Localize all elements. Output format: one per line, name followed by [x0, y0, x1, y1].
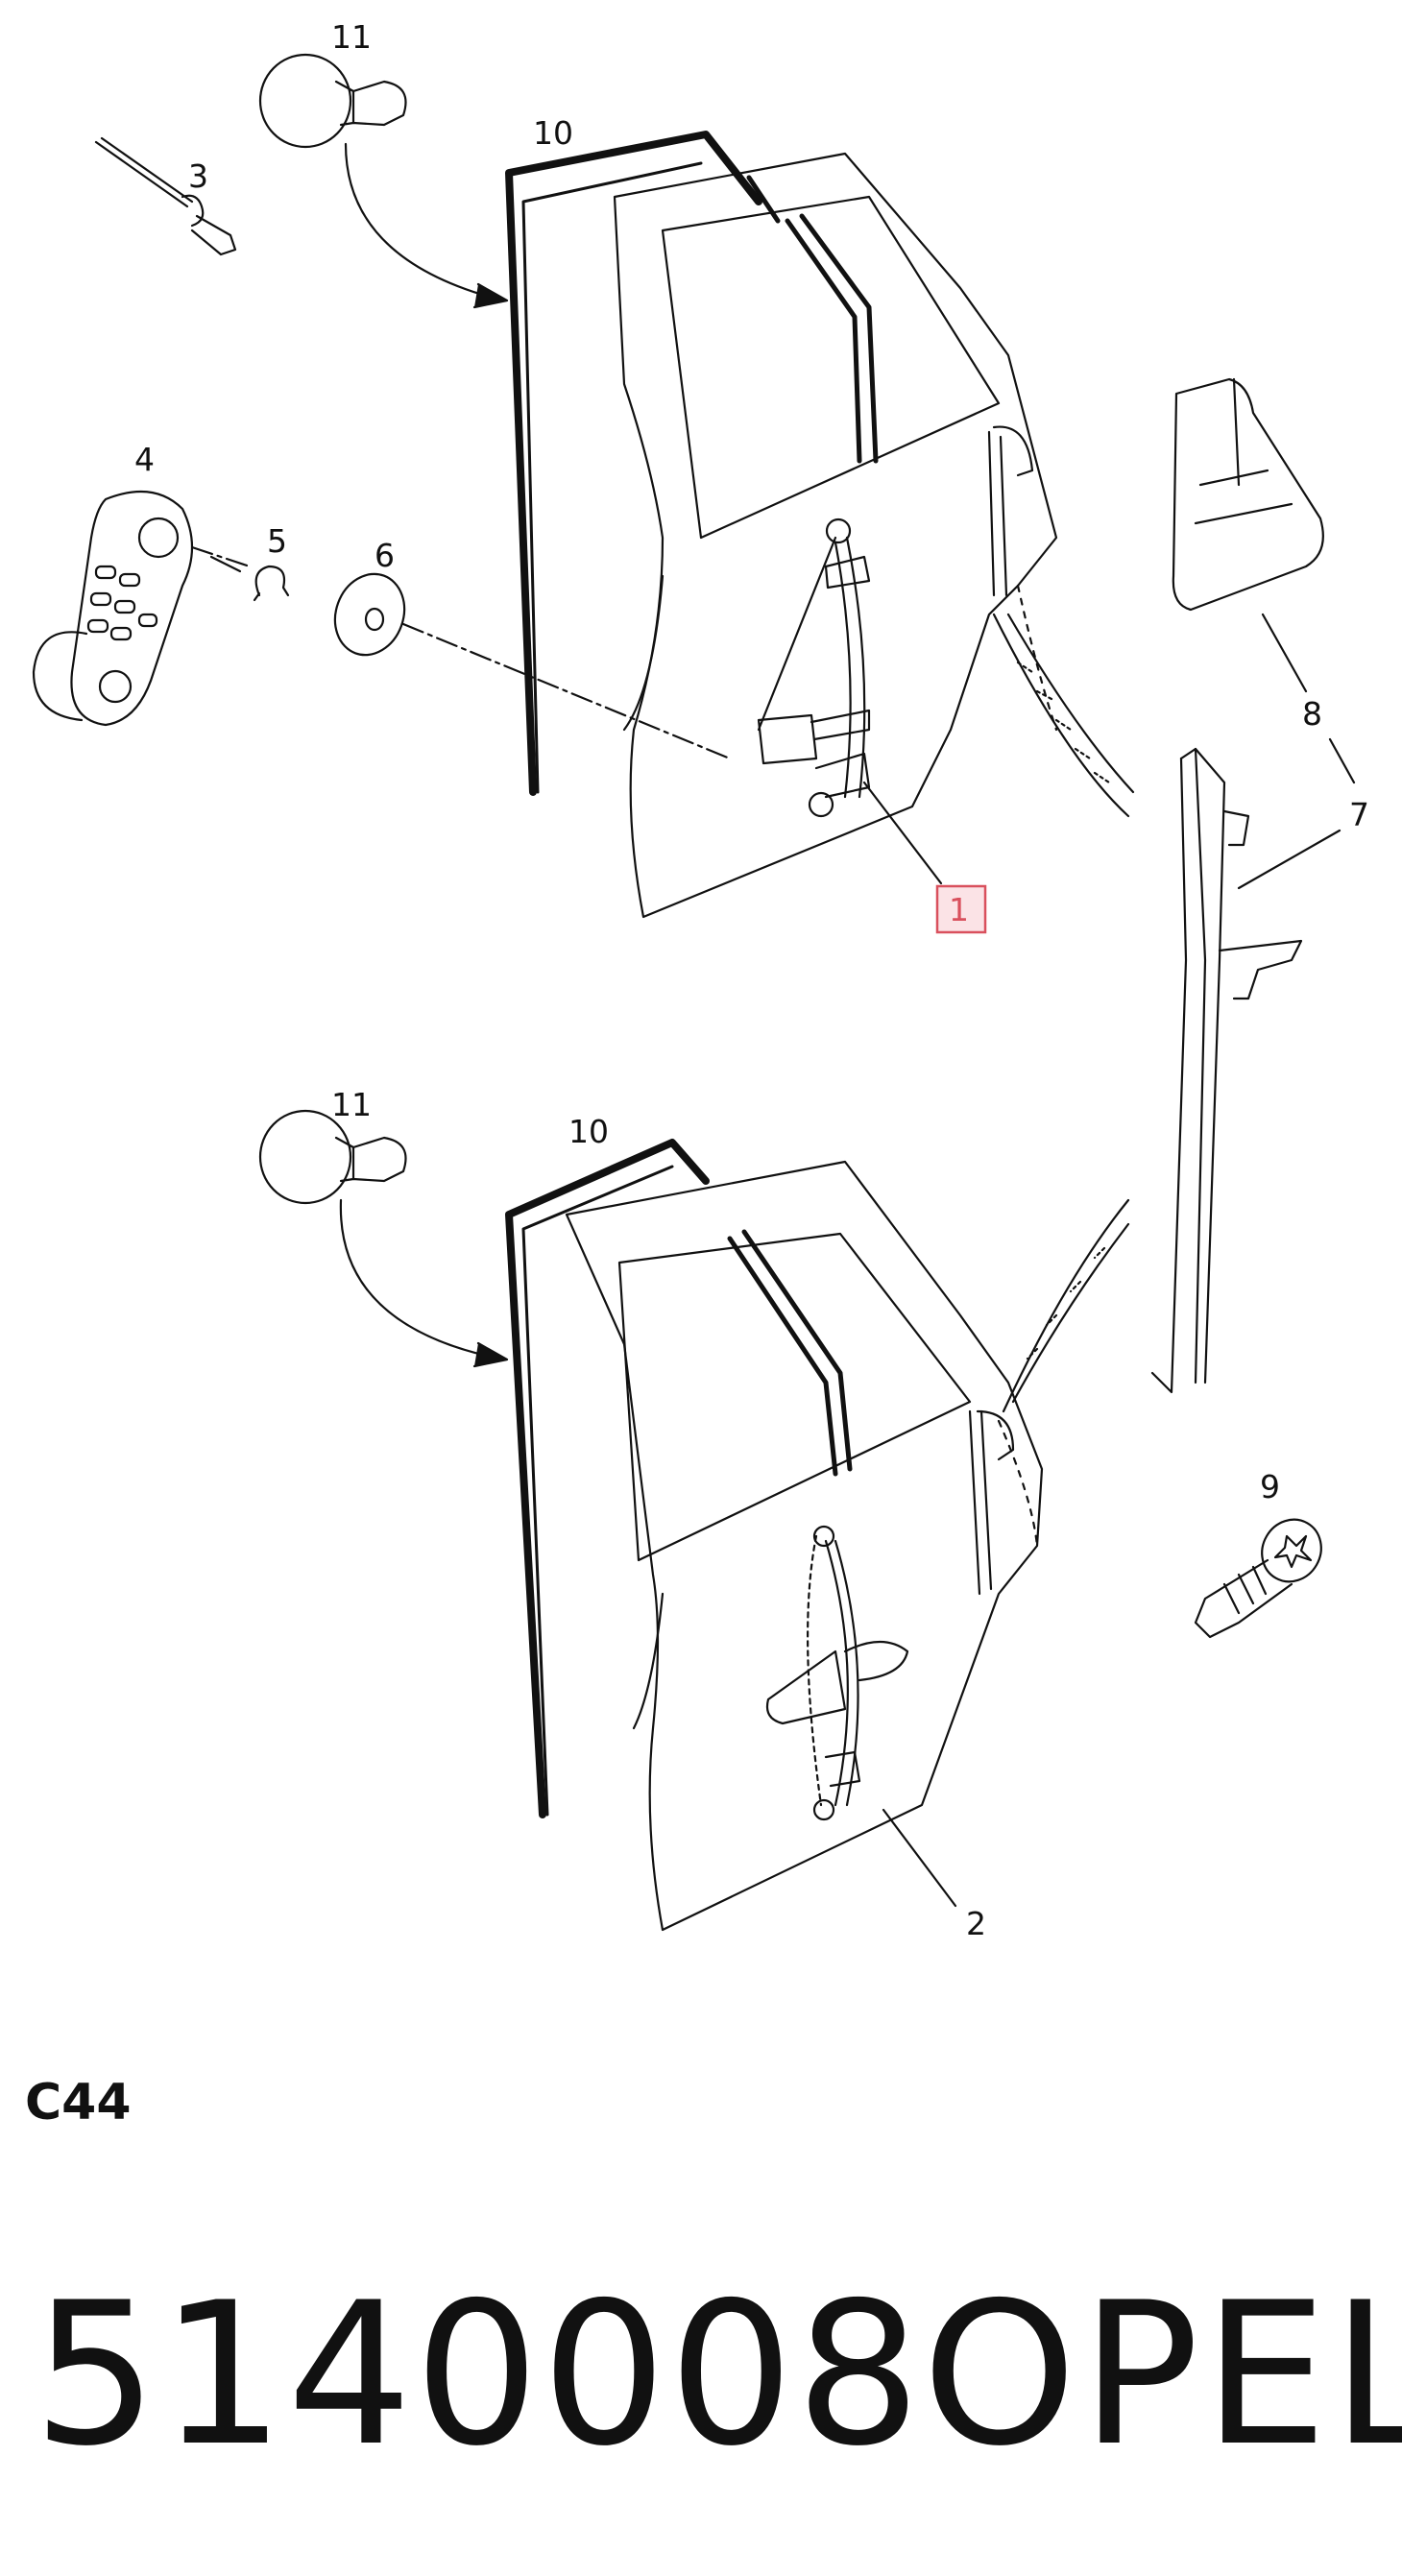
glass-guide-channel	[1150, 747, 1303, 1394]
upper-window-regulator	[757, 518, 871, 818]
upper-door-handle-slot	[987, 425, 1034, 597]
part-number: 5140008	[33, 2261, 923, 2490]
callout-7[interactable]: 7	[1349, 796, 1369, 833]
upper-seal-arrow	[344, 142, 501, 301]
section-code: C44	[25, 2074, 132, 2131]
callout-1-highlight[interactable]	[935, 884, 987, 934]
washer-part	[333, 572, 406, 657]
clip-part	[253, 565, 290, 602]
push-clip-bottom	[258, 1109, 407, 1205]
screw-part	[1194, 1518, 1322, 1639]
lower-window-channel	[727, 1229, 853, 1477]
leader-8-to-7	[1261, 613, 1356, 784]
lower-seal-arrow	[339, 1198, 501, 1360]
upper-door-seal	[505, 131, 762, 796]
leader-7	[1237, 829, 1342, 890]
lower-door-seal	[505, 1139, 710, 1818]
lower-seal-arrowhead	[472, 1341, 509, 1368]
callout-11-bottom[interactable]: 11	[331, 1086, 372, 1123]
lower-trim-strip	[1002, 1198, 1130, 1413]
callout-9[interactable]: 9	[1260, 1468, 1280, 1505]
callout-4[interactable]: 4	[134, 441, 155, 478]
rivet-part	[94, 136, 237, 256]
upper-door-panel	[613, 152, 1058, 919]
callout-10-bottom[interactable]: 10	[568, 1113, 609, 1150]
leader-1	[862, 781, 943, 885]
alignment-line	[190, 545, 732, 760]
lower-door-handle-slot	[968, 1409, 1015, 1596]
callout-1[interactable]: 1	[949, 891, 969, 928]
callout-10-top[interactable]: 10	[533, 114, 573, 152]
leader-2	[882, 1808, 957, 1908]
callout-5[interactable]: 5	[267, 522, 287, 560]
callout-3[interactable]: 3	[188, 157, 208, 195]
trim-cover-part	[1172, 377, 1324, 612]
bracket-to-clip-line	[209, 555, 242, 573]
bracket-part	[32, 490, 194, 727]
callout-8[interactable]: 8	[1302, 695, 1322, 733]
lower-door-panel	[565, 1160, 1044, 1932]
callout-6[interactable]: 6	[375, 537, 395, 574]
upper-window-channel	[746, 175, 879, 464]
callout-2[interactable]: 2	[966, 1905, 986, 1942]
upper-trim-strip	[992, 613, 1135, 818]
push-clip-top	[258, 53, 407, 149]
callout-11-top[interactable]: 11	[331, 18, 372, 56]
brand-name: OPEL	[922, 2261, 1402, 2490]
upper-seal-arrowhead	[472, 282, 509, 309]
lower-window-regulator	[765, 1525, 909, 1821]
